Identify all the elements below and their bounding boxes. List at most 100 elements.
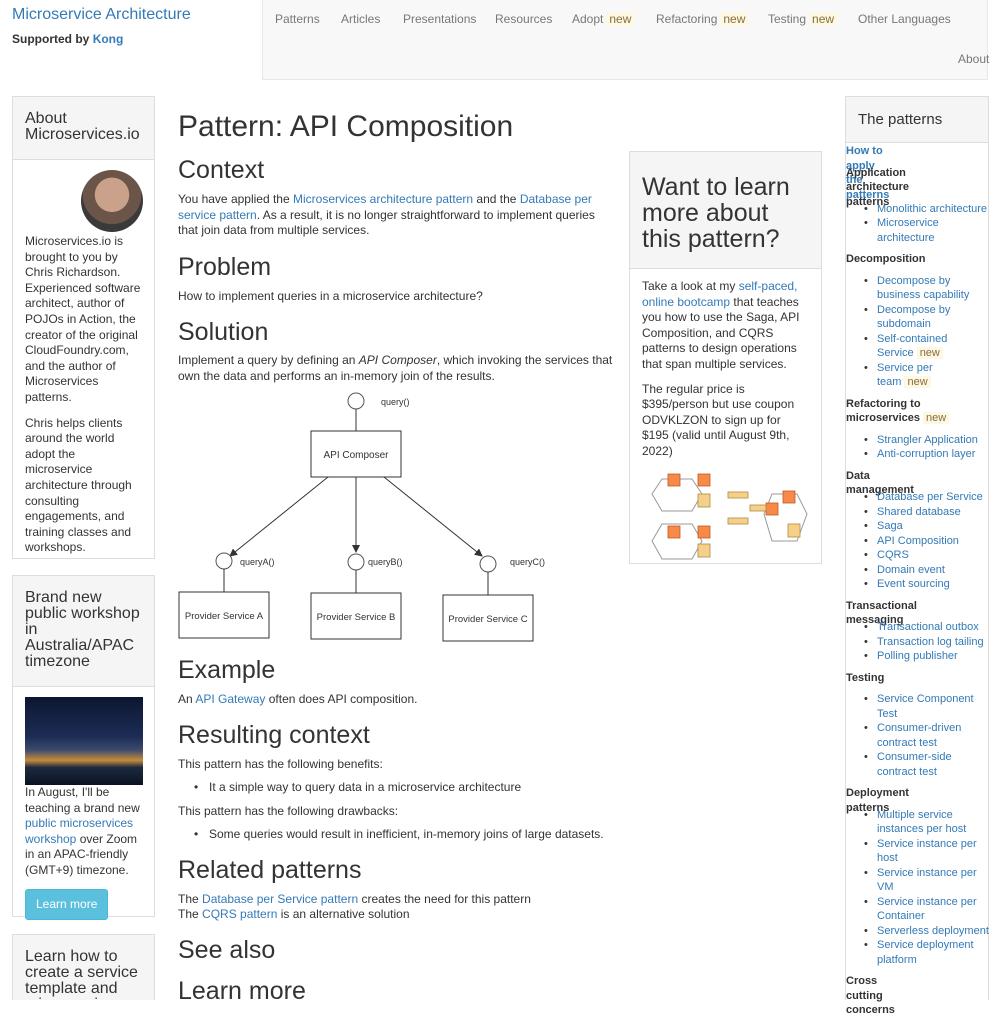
pattern-label: Multiple service instances per host: [877, 808, 967, 836]
pattern-link-decompose-by-subdomain[interactable]: Decompose by subdomain: [864, 303, 989, 332]
pattern-link-serverless-deployment[interactable]: Serverless deployment: [864, 924, 989, 939]
pattern-link-event-sourcing[interactable]: Event sourcing: [864, 577, 989, 592]
nav-other-languages[interactable]: Other Languages: [858, 12, 951, 26]
public-workshop-link[interactable]: public microservices workshop: [25, 816, 134, 846]
resulting-context-heading: Resulting context: [178, 721, 370, 749]
pattern-link-monolithic-architecture[interactable]: Monolithic architecture: [864, 202, 989, 217]
nav-resources[interactable]: Resources: [495, 12, 552, 26]
learn-more-heading: Learn more: [178, 977, 306, 1005]
pattern-group-testing: Testing: [846, 671, 884, 686]
pattern-label: Self-contained Service: [877, 332, 948, 360]
pattern-label: Decompose by business capability: [877, 274, 970, 302]
pattern-link-service-deployment-platform[interactable]: Service deployment platform: [864, 938, 989, 967]
nav-label: About: [958, 52, 990, 66]
pattern-link-strangler-application[interactable]: Strangler Application: [864, 433, 989, 448]
api-composer-box: [310, 430, 402, 478]
about-panel-title: About Microservices.io: [13, 97, 154, 160]
pattern-link-consumer-driven-contract-test[interactable]: Consumer-driven contract test: [864, 721, 989, 750]
nav-presentations[interactable]: Presentations: [403, 12, 476, 26]
microservices-architecture-link[interactable]: Microservices architecture pattern: [293, 192, 474, 206]
drawbacks-intro: This pattern has the following drawbacks…: [178, 804, 399, 818]
pattern-link-service-instance-per-vm[interactable]: Service instance per VM: [864, 866, 989, 895]
pattern-link-shared-database[interactable]: Shared database: [864, 505, 989, 520]
pattern-label: Service instance per Container: [877, 895, 977, 923]
problem-heading: Problem: [178, 253, 272, 281]
pattern-label: CQRS: [877, 549, 909, 561]
nav-label: Other Languages: [858, 12, 951, 26]
pattern-link-service-instance-per-container[interactable]: Service instance per Container: [864, 895, 989, 924]
see-also-heading: See also: [178, 936, 276, 964]
learn-more-button[interactable]: Learn more: [25, 888, 109, 921]
database-per-service-link[interactable]: Database per service pattern: [178, 192, 592, 222]
kong-link[interactable]: Kong: [92, 32, 124, 46]
pattern-link-consumer-side-contract-test[interactable]: Consumer-side contract test: [864, 750, 989, 779]
pattern-link-transactional-outbox[interactable]: Transactional outbox: [864, 620, 989, 635]
pattern-label: Service Component Test: [877, 693, 974, 720]
pattern-label: Shared database: [877, 505, 961, 518]
pattern-link-service-component-test[interactable]: Service Component Test: [864, 692, 989, 721]
solution-b: , which invoking the services that own t…: [178, 353, 613, 383]
nav-patterns[interactable]: Patterns: [275, 12, 320, 26]
query-label: query(): [381, 397, 410, 407]
related-pattern-1: The Database per Service pattern creates…: [178, 892, 618, 908]
example-a: An: [178, 692, 193, 706]
about-paragraph-2: Chris helps clients around the world ado…: [25, 415, 132, 555]
pattern-link-polling-publisher[interactable]: Polling publisher: [864, 649, 989, 664]
nav-articles[interactable]: Articles: [341, 12, 380, 26]
query-c-label: queryC(): [510, 557, 545, 567]
pattern-link-service-instance-per-host[interactable]: Service instance per host: [864, 837, 989, 866]
pattern-link-domain-event[interactable]: Domain event: [864, 563, 989, 578]
pattern-label: Anti-corruption layer: [877, 448, 976, 460]
provider-service-b-box: [310, 592, 402, 640]
pattern-label: Testing: [846, 671, 885, 684]
bootcamp-link[interactable]: self-paced, online bootcamp: [642, 279, 798, 309]
promo-title: Want to learn more about this pattern?: [630, 152, 821, 269]
benefit-item: It a simple way to query data in a micro…: [194, 780, 521, 794]
promo-p1-a: Take a look at my: [642, 279, 736, 293]
pattern-link-decompose-by-business-capability[interactable]: Decompose by business capability: [864, 274, 989, 303]
pattern-link-cqrs[interactable]: CQRS: [864, 548, 989, 563]
pattern-link-saga[interactable]: Saga: [864, 519, 989, 534]
query-port-icon: [347, 392, 365, 410]
context-c: . As a result, it is no longer straightf…: [178, 207, 595, 238]
pattern-label: Consumer-driven contract test: [877, 722, 962, 749]
provider-service-c-label: Provider Service C: [448, 614, 527, 625]
nav-about[interactable]: About: [958, 52, 989, 66]
new-badge: new: [916, 347, 943, 359]
database-per-service-pattern-link[interactable]: Database per Service pattern: [202, 892, 359, 906]
pattern-link-anti-corruption-layer[interactable]: Anti-corruption layer: [864, 447, 989, 462]
site-title-link[interactable]: Microservice Architecture: [12, 6, 191, 23]
related-2-a: The: [178, 907, 199, 921]
pattern-link-microservice-architecture[interactable]: Microservice architecture: [864, 216, 989, 245]
about-panel: About Microservices.io Microservices.io …: [12, 96, 155, 559]
solution-text: Implement a query by defining an API Com…: [178, 353, 618, 384]
api-composer-label: API Composer: [323, 450, 389, 461]
related-1-a: The: [178, 892, 199, 906]
pattern-link-database-per-service[interactable]: Database per Service: [864, 490, 989, 505]
pattern-label: Service instance per host: [877, 837, 977, 865]
context-a: You have applied the: [178, 192, 290, 206]
example-text: An API Gateway often does API compositio…: [178, 692, 618, 708]
api-gateway-link[interactable]: API Gateway: [195, 692, 266, 706]
pattern-label: API Composition: [877, 534, 959, 547]
how-to-apply-link[interactable]: How to apply the patterns: [846, 144, 889, 202]
related-patterns-heading: Related patterns: [178, 856, 362, 884]
template-panel: Learn how to create a service template a…: [12, 934, 155, 1000]
pattern-label: How to apply the patterns: [846, 145, 890, 201]
workshop-text: In August, I'll be teaching a brand new …: [25, 785, 142, 879]
provider-service-c-box: [442, 594, 534, 642]
query-a-port-icon: [215, 552, 233, 570]
pattern-link-transaction-log-tailing[interactable]: Transaction log tailing: [864, 635, 989, 650]
site-brand: Microservice Architecture Supported by K…: [12, 6, 191, 46]
query-c-port-icon: [479, 555, 497, 573]
pattern-link-api-composition[interactable]: API Composition: [864, 534, 989, 549]
pattern-link-multiple-service-instances-per-host[interactable]: Multiple service instances per host: [864, 808, 989, 837]
page-title: Pattern: API Composition: [178, 110, 514, 143]
promo-p1-b: that teaches you how to use the Saga, AP…: [642, 294, 800, 371]
cqrs-pattern-link[interactable]: CQRS pattern: [202, 907, 278, 921]
